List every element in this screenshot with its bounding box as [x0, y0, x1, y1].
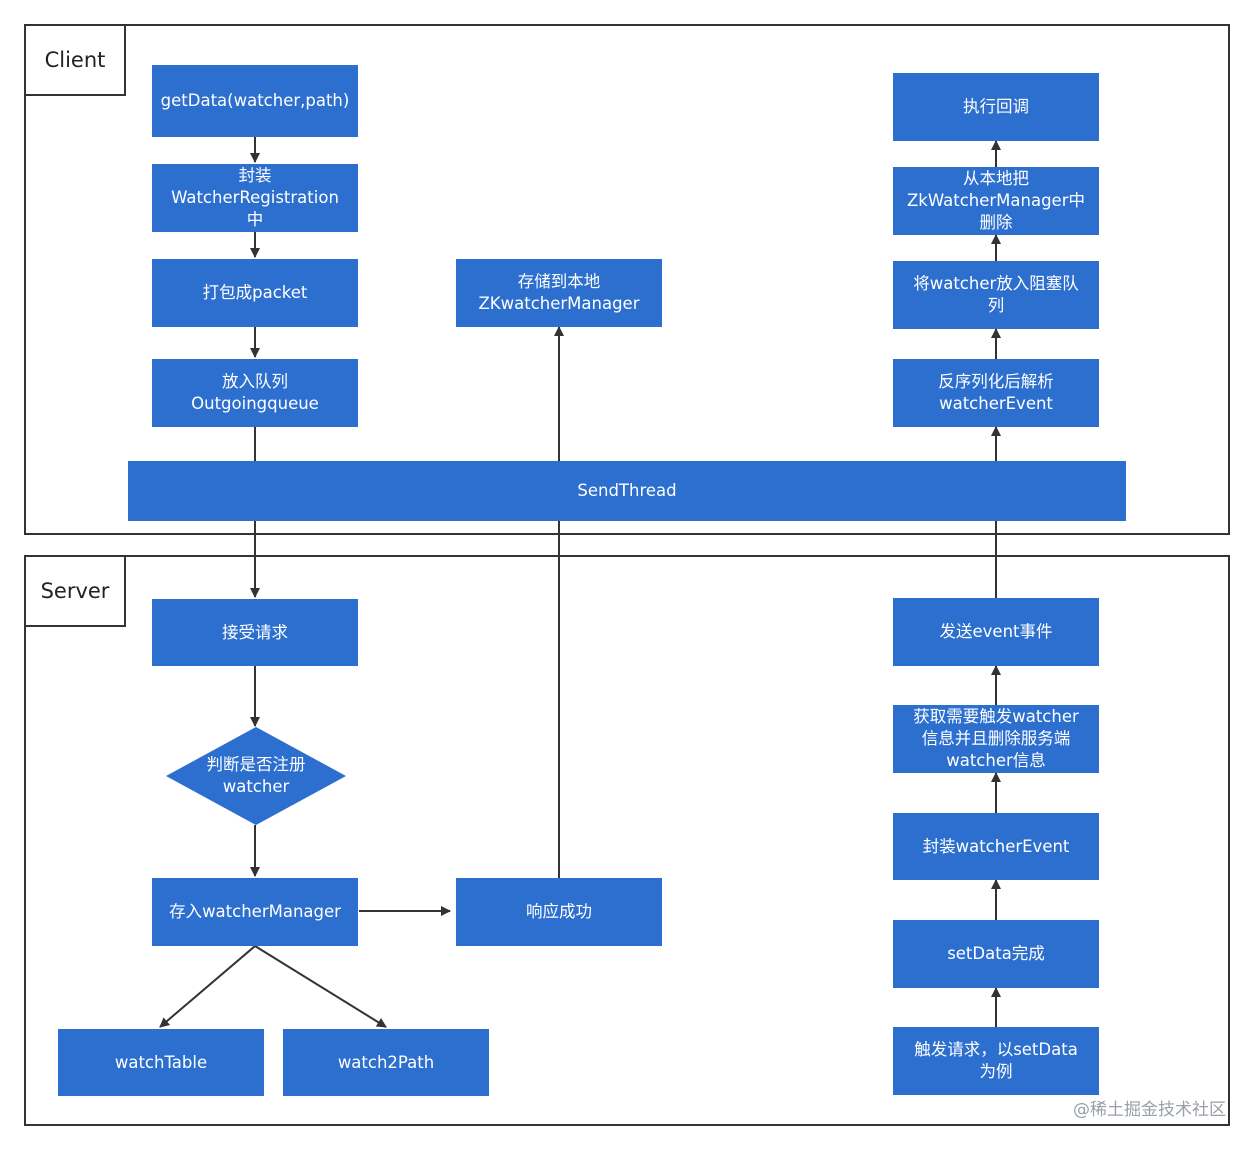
watch-table-node: watchTable [58, 1029, 264, 1096]
wrap-watcher-event-node: 封装watcherEvent [893, 813, 1099, 880]
send-thread-bar: SendThread [128, 461, 1126, 521]
enqueue-outgoing-node: 放入队列 Outgoingqueue [152, 359, 358, 427]
get-and-remove-watcher-node: 获取需要触发watcher 信息并且删除服务端 watcher信息 [893, 705, 1099, 773]
respond-success-node: 响应成功 [456, 878, 662, 946]
edge-store-to-watch2path [254, 945, 387, 1028]
remove-local-node: 从本地把 ZkWatcherManager中 删除 [893, 167, 1099, 235]
send-event-node: 发送event事件 [893, 598, 1099, 666]
check-registered-decision: 判断是否注册 watcher [166, 727, 346, 825]
decision-diamond-shape [166, 727, 346, 825]
store-watcher-manager-node: 存入watcherManager [152, 878, 358, 946]
deserialize-event-node: 反序列化后解析 watcherEvent [893, 359, 1099, 427]
edge-store-to-watchtable [159, 945, 256, 1028]
pack-packet-node: 打包成packet [152, 259, 358, 327]
trigger-request-node: 触发请求，以setData 为例 [893, 1027, 1099, 1095]
setdata-done-node: setData完成 [893, 920, 1099, 988]
watermark: @稀土掘金技术社区 [1073, 1100, 1226, 1120]
server-panel: Server [24, 555, 1230, 1126]
store-local-node: 存储到本地 ZKwatcherManager [456, 259, 662, 327]
client-panel-label: Client [26, 26, 126, 96]
client-panel: Client [24, 24, 1230, 535]
execute-callback-node: 执行回调 [893, 73, 1099, 141]
getdata-node: getData(watcher,path) [152, 65, 358, 137]
server-panel-label: Server [26, 557, 126, 627]
check-registered-label: 判断是否注册 watcher [206, 755, 306, 796]
watch2path-node: watch2Path [283, 1029, 489, 1096]
wrap-registration-node: 封装 WatcherRegistration 中 [152, 164, 358, 232]
accept-request-node: 接受请求 [152, 599, 358, 666]
put-blocking-queue-node: 将watcher放入阻塞队 列 [893, 261, 1099, 329]
